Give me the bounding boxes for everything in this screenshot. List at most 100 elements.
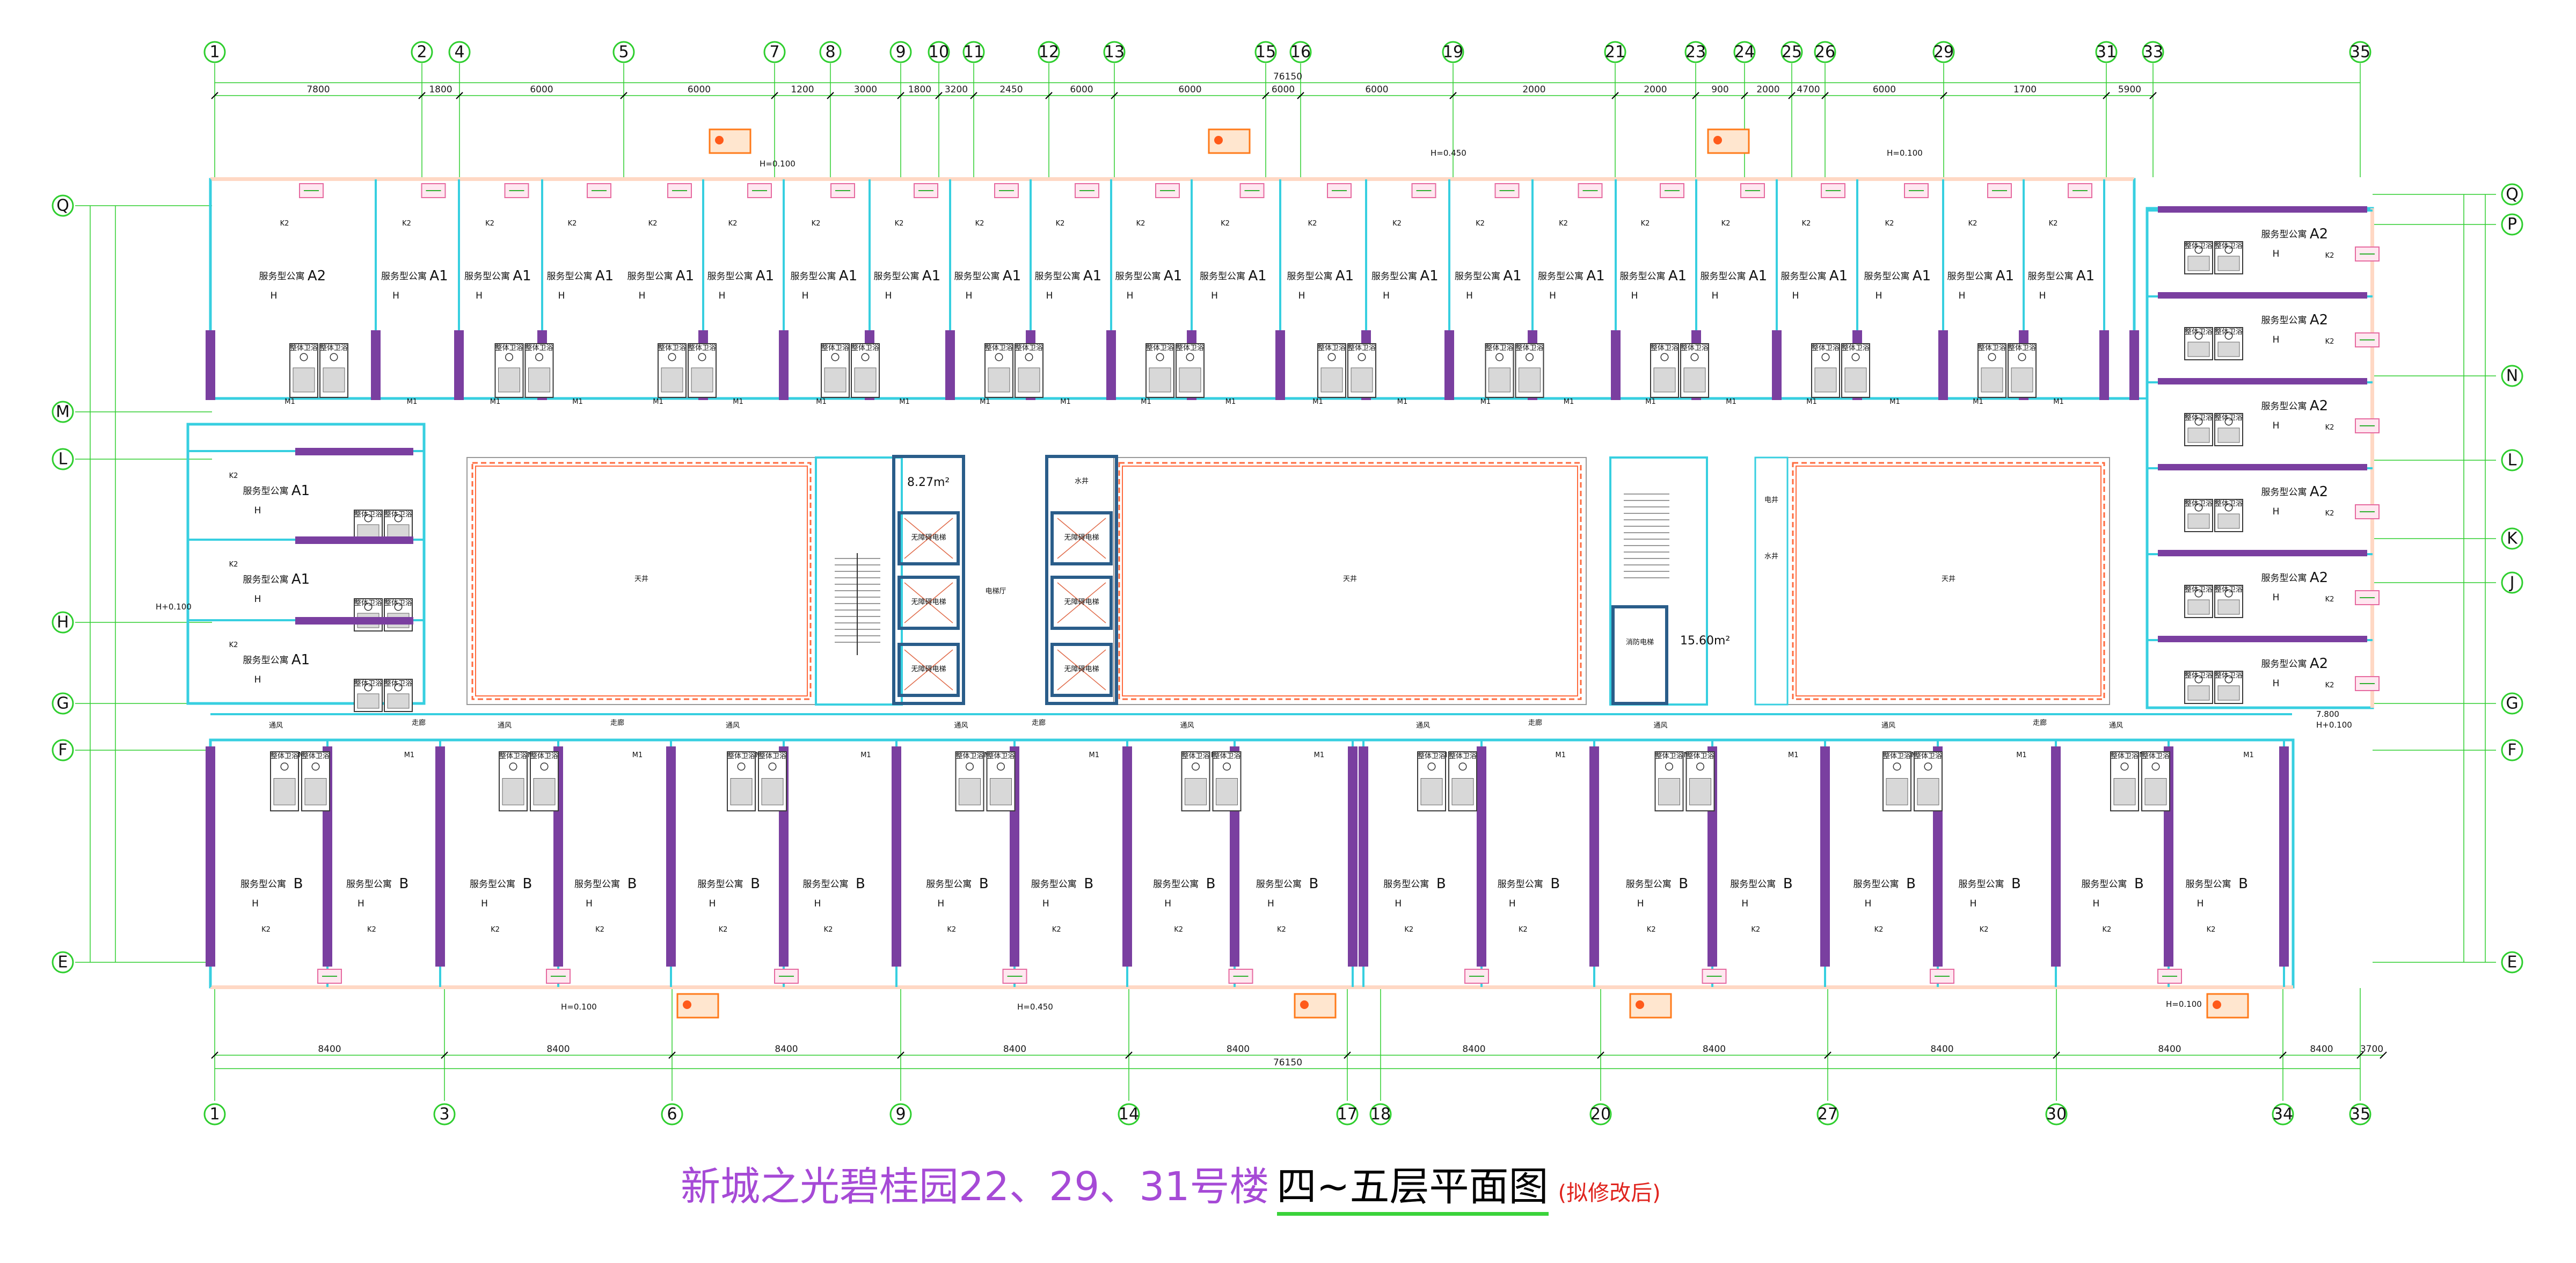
bot-apt-0-1-type: B [399,876,409,892]
top-k2-6: K2 [812,220,821,228]
bot-vent-1: 通风 [498,722,512,730]
axis-bottom-14-4-bubble [1118,1103,1140,1126]
dim-top-tick-18 [1821,92,1829,99]
top-bath-0a-basin [300,353,308,361]
axis-top-16-12-bubble [1289,41,1312,63]
top-k2-15: K2 [1559,220,1568,228]
right-apt-0-type: A2 [2310,226,2328,242]
bot-m1-4-1: M1 [1314,751,1325,759]
top-apt-16-type: A1 [1668,268,1687,284]
bot-apt-5-0-type: B [1436,876,1446,892]
lift-left-2-label: 无障碍电梯 [911,665,946,673]
top-column-7 [945,330,955,400]
dim-top-tick-3 [620,92,627,99]
corridor-label-0: 走廊 [412,718,426,727]
axis-left-F-5: F [58,741,67,760]
right-bath-5a-fixture [2187,685,2210,701]
right-bath-4a-basin [2194,589,2203,598]
trim-right [2370,208,2374,708]
fire-sign-dot-4 [1300,1000,1309,1009]
bot-k2-1-1: K2 [595,926,604,934]
top-k2-13: K2 [1392,220,1402,228]
bot-bath-6a-label: 整体卫浴 [1655,752,1683,760]
top-bath-20a-label: 整体卫浴 [1978,344,2006,352]
axis-top-5-3-bubble [612,41,635,63]
bot-bath-1b-basin [540,762,549,771]
top-apt-0-h: H [271,291,278,301]
top-bath-20a-basin [1988,353,1996,361]
dim-top-tick-17 [1788,92,1796,99]
level-bot-3: H=0.100 [2166,999,2202,1009]
top-k2-4: K2 [648,220,658,228]
lift-left-0-label: 无障碍电梯 [911,534,946,542]
level-left: H+0.100 [156,602,192,612]
top-m1-9: M1 [1060,398,1071,406]
bot-bath-5a-label: 整体卫浴 [1418,752,1446,760]
bot-bath-2b-label: 整体卫浴 [758,752,786,760]
top-apt-14-type: A1 [1503,268,1521,284]
lift-left-0 [897,511,960,565]
lift-left-1-label: 无障碍电梯 [911,598,946,606]
atrium-right-dash [1792,462,2105,700]
bot-column-13 [1589,746,1599,967]
dim-top-tick-9 [1045,92,1053,99]
bot-vent-5: 通风 [1416,722,1430,730]
top-bath-8a-fixture [988,367,1010,393]
axis-top-11-8: 11 [964,43,984,62]
top-k2-5: K2 [728,220,738,228]
lobby-label: 电梯厅 [985,587,1006,596]
top-m1-8: M1 [980,398,990,406]
dim-top-val-7: 3200 [945,84,968,95]
bot-apt-5-0-suite: 服务型公寓 [1383,879,1429,890]
top-column-17 [1772,330,1782,400]
left-apt-1-suite: 服务型公寓 [243,575,289,585]
axis-top-1-0-bubble [203,41,226,63]
axis-top-33-21-bubble [2142,41,2164,63]
bot-bath-5b-label: 整体卫浴 [1449,752,1477,760]
top-apt-6-type: A1 [839,268,857,284]
drawing-title: 新城之光碧桂园22、29、31号楼四~五层平面图(拟修改后) [681,1155,1661,1219]
top-apt-4-h: H [639,291,646,301]
top-column-1 [371,330,381,400]
axis-top-29-19: 29 [1933,43,1954,62]
right-core-area: 15.60m² [1680,634,1730,648]
bot-apt-0-0-type: B [294,876,303,892]
dim-top-tick-7 [935,92,943,99]
axis-bottom-34-10: 34 [2273,1105,2293,1124]
top-bath-10a-fixture [1149,367,1171,393]
top-apt-0-type: A2 [308,268,326,284]
atrium-mid-dash [1118,462,1582,700]
dim-top-tick-14 [1611,92,1619,99]
bot-bath-4b-label: 整体卫浴 [1213,752,1240,760]
axis-bottom-30-9: 30 [2046,1105,2067,1124]
top-m1-11: M1 [1225,398,1236,406]
bot-bath-1a-basin [509,762,517,771]
top-apt-10-h: H [1127,291,1134,301]
top-apt-16-h: H [1631,291,1638,301]
right-bath-3b-basin [2224,503,2233,512]
axis-bottom-9-3-bubble [889,1103,912,1126]
top-bath-20b-label: 整体卫浴 [2008,344,2036,352]
bot-apt-1-1-h: H [586,898,593,909]
bot-column-19 [2279,746,2289,967]
top-column-0 [206,330,215,400]
right-bath-0b-label: 整体卫浴 [2215,242,2243,250]
top-apt-12-type: A1 [1336,268,1354,284]
lift-right-2 [1050,643,1113,697]
axis-top-35-22-bubble [2349,41,2371,63]
axis-top-25-17: 25 [1782,43,1802,62]
top-bath-4a-basin [668,353,676,361]
left-bath-0a-label: 整体卫浴 [354,511,382,519]
top-bath-12a-basin [1327,353,1336,361]
axis-top-25-17-bubble [1780,41,1803,63]
right-apt-1-type: A2 [2310,312,2328,328]
left-apt-0-suite: 服务型公寓 [243,486,289,497]
right-bath-1b-label: 整体卫浴 [2215,328,2243,336]
right-bath-2a-fixture [2187,427,2210,443]
axis-bottom-27-8: 27 [1818,1105,1838,1124]
top-apt-0-suite: 服务型公寓 [259,271,305,282]
bot-apt-6-1-h: H [1741,898,1748,909]
stair-right-box [1609,456,1708,706]
top-apt-2-type: A1 [513,268,531,284]
axis-top-23-15: 23 [1685,43,1706,62]
